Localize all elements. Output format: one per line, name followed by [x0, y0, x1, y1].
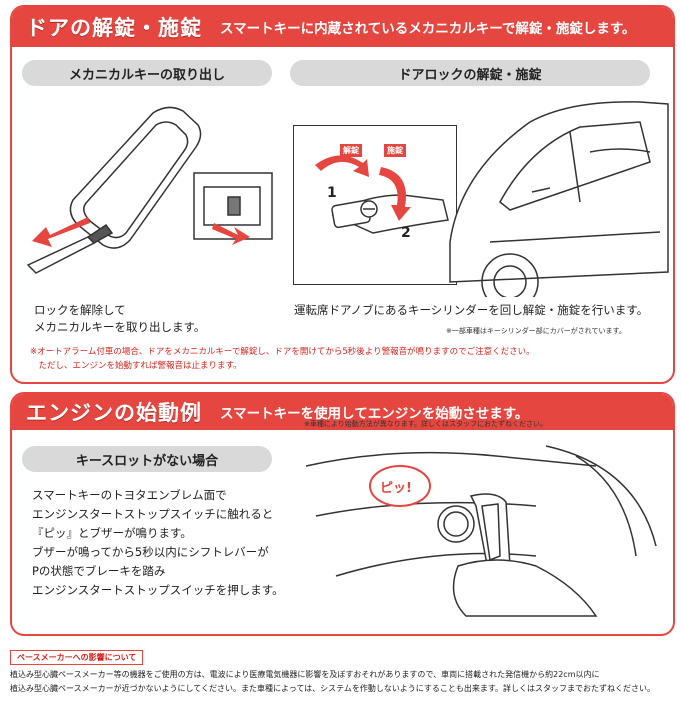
no-key-slot-pill: キースロットがない場合 — [22, 446, 272, 472]
car-illustration — [449, 101, 669, 297]
lock-badge: 施錠 — [384, 144, 406, 157]
beep-label: ピッ! — [380, 481, 412, 496]
engine-section-header: エンジンの始動例 スマートキーを使用してエンジンを始動させます。 — [12, 394, 673, 430]
door-section-title: ドアの解錠・施錠 — [26, 16, 202, 40]
cylinder-cover-note: ※一部車種はキーシリンダー部にカバーがされています。 — [446, 327, 626, 335]
unlock-badge: 解錠 — [340, 144, 362, 157]
engine-start-illustration: ピッ! — [305, 445, 657, 617]
engine-section-title: エンジンの始動例 — [26, 401, 202, 425]
pacemaker-text: 植込み型心臓ペースメーカー等の機器をご使用の方は、電波により医療電気機器に影響を… — [10, 670, 656, 693]
engine-section-subtitle: スマートキーを使用してエンジンを始動させます。 — [220, 406, 529, 422]
mechanical-key-text: ロックを解除して メカニカルキーを取り出します。 — [34, 303, 206, 334]
engine-method-note: ※車種により始動方法が異なります。詳しくはスタッフにおたずねください。 — [304, 420, 548, 428]
engine-start-text: スマートキーのトヨタエンブレム面で エンジンスタートストップスイッチに触れると … — [32, 488, 284, 597]
door-lock-pill: ドアロックの解錠・施錠 — [290, 60, 650, 86]
step-2-label: 2 — [401, 225, 411, 241]
pacemaker-label: ペースメーカーへの影響について — [10, 650, 144, 665]
door-section-subtitle: スマートキーに内蔵されているメカニカルキーで解錠・施錠します。 — [220, 21, 636, 37]
door-lock-text: 運転席ドアノブにあるキーシリンダーを回し解錠・施錠を行います。 — [294, 303, 649, 317]
auto-alarm-warning: ※オートアラーム付車の場合、ドアをメカニカルキーで解錠し、ドアを開けてから5秒後… — [30, 347, 535, 371]
smart-key-illustration — [26, 106, 273, 274]
door-section-header: ドアの解錠・施錠 スマートキーに内蔵されているメカニカルキーで解錠・施錠します。 — [12, 7, 673, 47]
door-handle-illustration: 1 2 — [315, 155, 449, 241]
step-1-label: 1 — [327, 185, 337, 201]
mechanical-key-pill: メカニカルキーの取り出し — [22, 60, 272, 86]
engine-section: エンジンの始動例 スマートキーを使用してエンジンを始動させます。 — [10, 392, 675, 636]
